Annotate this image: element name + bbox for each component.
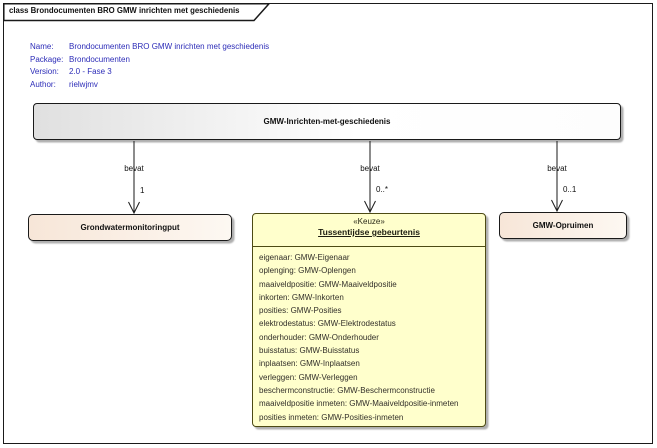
property-label: Package:	[30, 54, 64, 64]
attribute-row: inkorten: GMW-Inkorten	[259, 292, 344, 302]
attribute-row: beschermconstructie: GMW-Beschermconstru…	[259, 385, 435, 395]
attribute-row: inplaatsen: GMW-Inplaatsen	[259, 359, 360, 369]
property-label: Name:	[30, 42, 54, 51]
attribute-list: eigenaar: GMW-Eigenaar oplenging: GMW-Op…	[253, 247, 485, 424]
property-row-package: Package: Brondocumenten	[30, 54, 269, 67]
property-label: Version:	[30, 67, 59, 77]
diagram-title: class Brondocumenten BRO GMW inrichten m…	[9, 6, 240, 15]
class-name: GMW-Opruimen	[532, 221, 594, 230]
diagram-frame-tab: class Brondocumenten BRO GMW inrichten m…	[3, 3, 271, 22]
class-name: Grondwatermonitoringput	[80, 223, 180, 232]
attribute-row: posities: GMW-Posities	[259, 306, 342, 316]
relation-multiplicity: 1	[140, 186, 145, 195]
choice-header: «Keuze» Tussentijdse gebeurtenis	[253, 214, 485, 247]
property-row-author: Author: rielwjmv	[30, 79, 269, 92]
relation-label: bevat	[547, 164, 567, 173]
attribute-row: oplenging: GMW-Oplengen	[259, 266, 356, 276]
attribute-row: eigenaar: GMW-Eigenaar	[259, 253, 350, 262]
association-arrow-right[interactable]	[545, 141, 569, 213]
attribute-row: elektrodestatus: GMW-Elektrodestatus	[259, 319, 396, 329]
stereotype-label: «Keuze»	[353, 217, 385, 226]
choice-tussentijdse-gebeurtenis[interactable]: «Keuze» Tussentijdse gebeurtenis eigenaa…	[252, 213, 486, 427]
property-value: 2.0 - Fase 3	[69, 67, 112, 77]
diagram-properties: Name: Brondocumenten BRO GMW inrichten me…	[30, 41, 269, 92]
property-value: rielwjmv	[69, 80, 98, 90]
property-label: Author:	[30, 80, 56, 90]
relation-multiplicity: 0..1	[563, 185, 577, 194]
property-row-name: Name: Brondocumenten BRO GMW inrichten me…	[30, 41, 269, 54]
relation-label: bevat	[360, 164, 380, 173]
property-row-version: Version: 2.0 - Fase 3	[30, 66, 269, 79]
class-gmw-opruimen[interactable]: GMW-Opruimen	[499, 212, 627, 239]
class-grondwatermonitoringput[interactable]: Grondwatermonitoringput	[28, 214, 232, 241]
attribute-row: buisstatus: GMW-Buisstatus	[259, 346, 360, 356]
attribute-row: posities inmeten: GMW-Posities-inmeten	[259, 412, 404, 422]
diagram-frame	[3, 3, 653, 444]
attribute-row: maaiveldpositie: GMW-Maaiveldpositie	[259, 279, 397, 289]
attribute-row: onderhouder: GMW-Onderhouder	[259, 332, 379, 342]
relation-multiplicity: 0..*	[376, 185, 389, 194]
relation-label: bevat	[124, 164, 144, 173]
property-value: Brondocumenten BRO GMW inrichten met ges…	[69, 42, 270, 51]
tab-shape-icon	[3, 3, 271, 22]
association-arrow-left[interactable]	[122, 141, 146, 215]
attribute-row: verleggen: GMW-Verleggen	[259, 372, 358, 382]
class-name: Tussentijdse gebeurtenis	[318, 227, 420, 237]
attribute-row: maaiveldpositie inmeten: GMW-Maaiveldpos…	[259, 399, 459, 409]
class-gmw-inrichten-met-geschiedenis[interactable]: GMW-Inrichten-met-geschiedenis	[33, 103, 621, 140]
property-value: Brondocumenten	[69, 54, 130, 64]
association-arrow-middle[interactable]	[358, 141, 382, 214]
class-name: GMW-Inrichten-met-geschiedenis	[263, 117, 391, 126]
